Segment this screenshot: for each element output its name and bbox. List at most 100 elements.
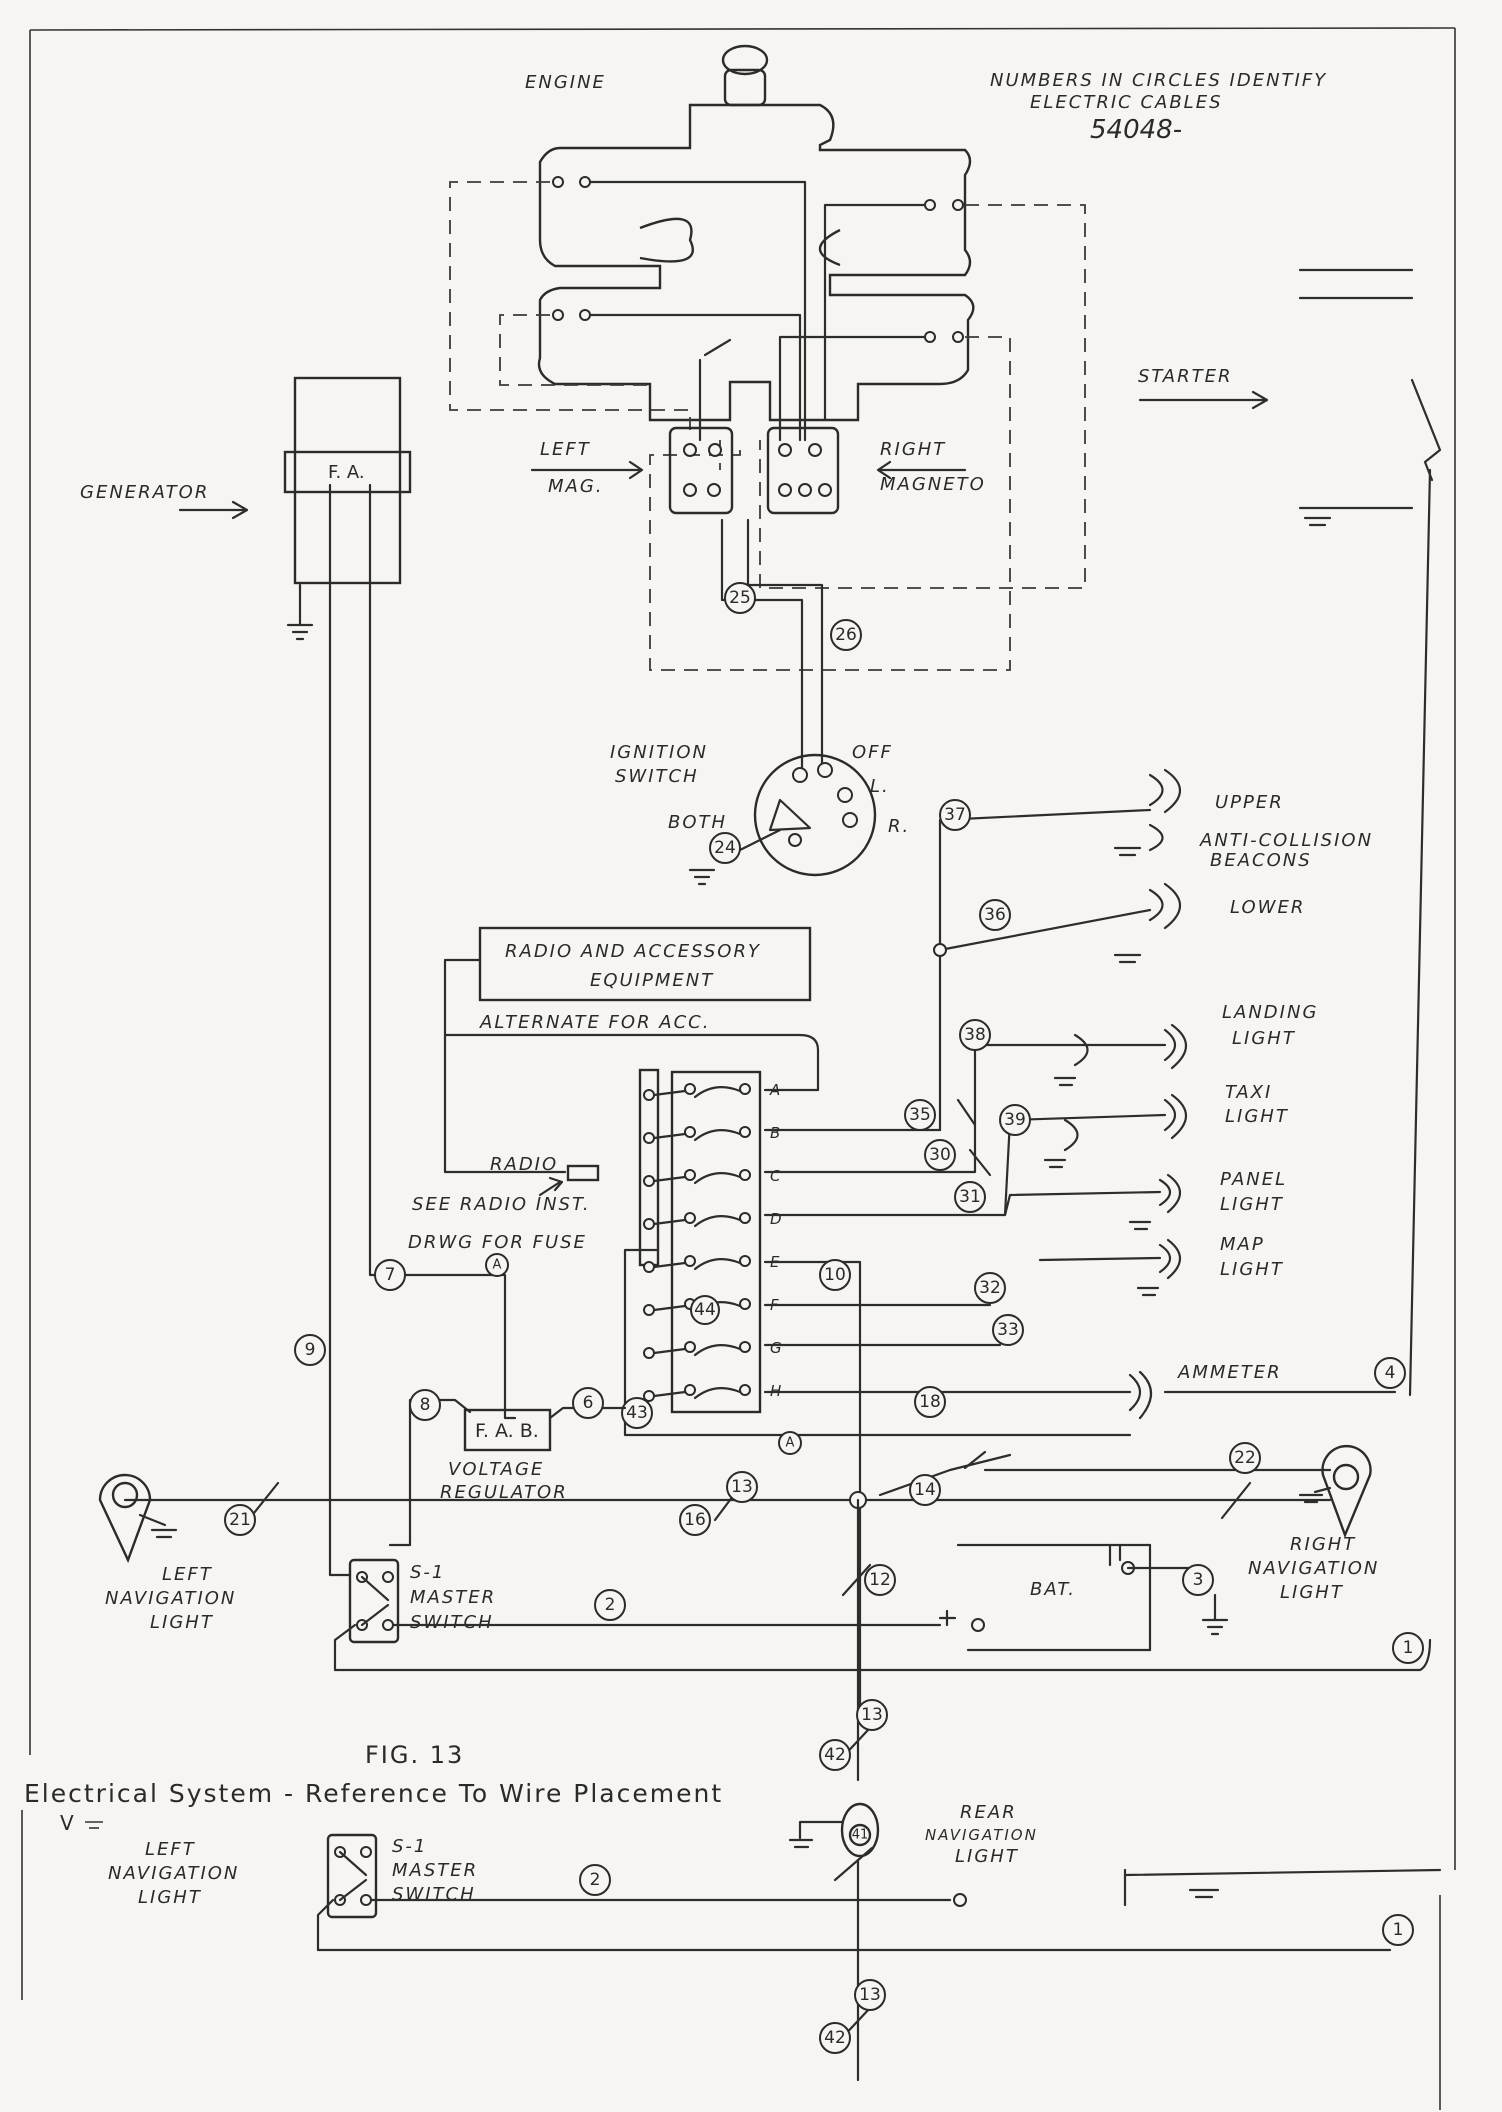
lower-ground-icon bbox=[1188, 1888, 1220, 1899]
ignition-off-label: OFF bbox=[852, 742, 893, 763]
svg-text:42: 42 bbox=[824, 2028, 846, 2048]
svg-text:1: 1 bbox=[1393, 1920, 1404, 1940]
wire-13-trunk: 13 bbox=[856, 1699, 888, 1731]
circuit-breaker-panel bbox=[638, 1068, 762, 1414]
cut-mark bbox=[833, 1846, 874, 1882]
wire-map-light-path bbox=[1038, 1256, 1162, 1262]
wire-8: 8 bbox=[409, 1389, 441, 1421]
generator-arrow bbox=[178, 500, 249, 520]
wire-10-path bbox=[763, 1260, 862, 1712]
wire-21: 21 bbox=[224, 1504, 256, 1536]
left-nav-label-3: LIGHT bbox=[150, 1612, 214, 1633]
lower-beacon-label: LOWER bbox=[1230, 897, 1305, 918]
panel-light-label-2: LIGHT bbox=[1220, 1194, 1284, 1215]
landing-light-label-2: LIGHT bbox=[1232, 1028, 1296, 1049]
landing-light bbox=[1053, 1023, 1188, 1087]
svg-text:21: 21 bbox=[229, 1510, 251, 1530]
svg-text:37: 37 bbox=[944, 805, 966, 825]
svg-text:31: 31 bbox=[959, 1187, 981, 1207]
right-mag-label-2: MAGNETO bbox=[880, 474, 986, 495]
wire-18: 18 bbox=[914, 1386, 946, 1418]
shielding-dashed bbox=[449, 181, 1086, 671]
wire-10: 10 bbox=[819, 1259, 851, 1291]
map-light-label-1: MAP bbox=[1220, 1234, 1265, 1255]
svg-text:18: 18 bbox=[919, 1392, 941, 1412]
wire-22: 22 bbox=[1229, 1442, 1261, 1474]
spark-plug-terminals bbox=[552, 176, 964, 343]
see-radio-label: SEE RADIO INST. bbox=[412, 1194, 591, 1215]
upper-beacon bbox=[1113, 768, 1182, 857]
fuse-letter-d: D bbox=[770, 1210, 782, 1228]
wire-31: 31 bbox=[954, 1181, 986, 1213]
map-light-label-2: LIGHT bbox=[1220, 1259, 1284, 1280]
lower-wire-1-path bbox=[316, 1898, 1392, 1952]
beacon-junction bbox=[933, 943, 947, 957]
svg-text:A: A bbox=[786, 1436, 795, 1451]
lower-wire-2: 2 bbox=[579, 1864, 611, 1896]
landing-light-label-1: LANDING bbox=[1222, 1002, 1318, 1023]
ignition-harness bbox=[588, 180, 927, 442]
wire-9: 9 bbox=[294, 1334, 326, 1366]
fuse-row-b: B bbox=[643, 1124, 780, 1144]
svg-text:38: 38 bbox=[964, 1025, 986, 1045]
battery bbox=[938, 1543, 1197, 1652]
beacons-label-1: ANTI-COLLISION bbox=[1199, 830, 1373, 851]
wire-A-upper: A bbox=[485, 1253, 509, 1277]
fab-label: F. A. B. bbox=[475, 1420, 539, 1442]
lower-ground-line bbox=[1123, 1868, 1442, 1877]
master-label-2: MASTER bbox=[410, 1587, 496, 1608]
lower-master-label-2: MASTER bbox=[392, 1860, 478, 1881]
lower-battery-terminal bbox=[953, 1893, 967, 1907]
wire-41: 41 bbox=[852, 1828, 869, 1843]
lower-left-nav-label-1: LEFT bbox=[145, 1839, 196, 1860]
right-nav-label-2: NAVIGATION bbox=[1248, 1558, 1379, 1579]
starter-label: STARTER bbox=[1138, 366, 1232, 387]
svg-text:4: 4 bbox=[1385, 1363, 1396, 1383]
left-mag-arrow bbox=[530, 460, 644, 480]
wire-36: 36 bbox=[979, 899, 1011, 931]
left-nav-label-1: LEFT bbox=[162, 1564, 213, 1585]
wire-14-path bbox=[878, 1453, 1012, 1497]
cut-mark bbox=[1220, 1481, 1252, 1520]
fuse-letter-a: A bbox=[769, 1081, 780, 1099]
svg-text:14: 14 bbox=[914, 1480, 936, 1500]
wire-39-path bbox=[763, 1113, 1167, 1217]
wire-2: 2 bbox=[594, 1589, 626, 1621]
wire-25: 25 bbox=[724, 582, 756, 614]
header-note-line1: NUMBERS IN CIRCLES IDENTIFY bbox=[990, 70, 1327, 91]
svg-text:1: 1 bbox=[1403, 1638, 1414, 1658]
right-mag-label-1: RIGHT bbox=[880, 439, 946, 460]
page-border-top bbox=[29, 27, 1456, 31]
rear-nav-light bbox=[788, 1802, 880, 1858]
svg-text:30: 30 bbox=[929, 1145, 951, 1165]
lower-left-nav-label-3: LIGHT bbox=[138, 1887, 202, 1908]
rear-nav-label-3: LIGHT bbox=[955, 1846, 1019, 1867]
fuse-letter-g: G bbox=[770, 1339, 782, 1357]
wire-25-path bbox=[720, 518, 804, 772]
svg-text:16: 16 bbox=[684, 1510, 706, 1530]
svg-text:12: 12 bbox=[869, 1570, 891, 1590]
wire-32: 32 bbox=[974, 1272, 1006, 1304]
radio-box-label-2: EQUIPMENT bbox=[590, 970, 714, 991]
ignition-label-1: IGNITION bbox=[610, 742, 708, 763]
wire-12: 12 bbox=[864, 1564, 896, 1596]
figure-number: FIG. 13 bbox=[365, 1741, 464, 1769]
wire-A-lower: A bbox=[778, 1431, 802, 1455]
wire-30: 30 bbox=[924, 1139, 956, 1171]
svg-text:36: 36 bbox=[984, 905, 1006, 925]
voltage-regulator-label-1: VOLTAGE bbox=[448, 1459, 544, 1480]
svg-text:39: 39 bbox=[1004, 1110, 1026, 1130]
svg-text:43: 43 bbox=[626, 1403, 648, 1423]
alternate-wire-path bbox=[443, 1033, 820, 1092]
svg-text:8: 8 bbox=[420, 1395, 431, 1415]
starter-symbol bbox=[1298, 268, 1442, 527]
svg-text:9: 9 bbox=[305, 1340, 316, 1360]
svg-text:24: 24 bbox=[714, 838, 736, 858]
wire-6: 6 bbox=[572, 1387, 604, 1419]
wire-26: 26 bbox=[830, 619, 862, 651]
cut-mark bbox=[956, 1098, 977, 1127]
cut-mark bbox=[968, 1148, 992, 1177]
lower-master-label-1: S-1 bbox=[392, 1836, 427, 1857]
map-light bbox=[1136, 1238, 1182, 1297]
